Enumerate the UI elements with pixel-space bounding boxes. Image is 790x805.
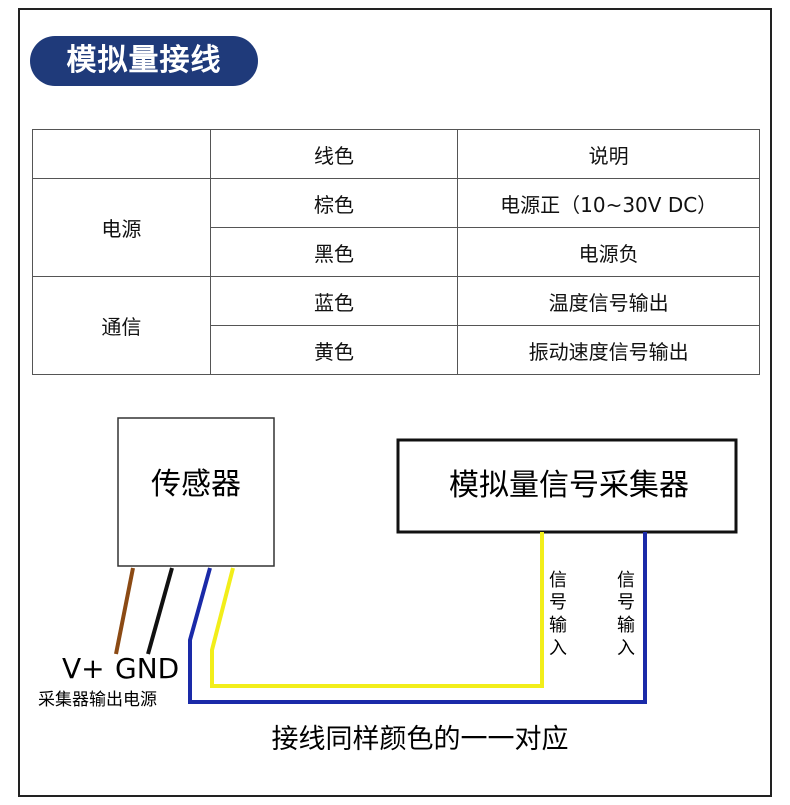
wire-spec-table: 线色 说明 电源 棕色 电源正（10~30V DC） 黑色 电源负 通信 蓝色 …: [32, 129, 760, 375]
wire-desc-cell: 温度信号输出: [457, 276, 760, 326]
wire-color-cell: 黄色: [209, 325, 459, 375]
collector-box: [396, 438, 738, 534]
wire-desc-cell: 电源正（10~30V DC）: [457, 178, 760, 228]
table-row: 黄色 振动速度信号输出: [33, 325, 760, 375]
table-row: 黑色 电源负: [33, 227, 760, 277]
wire-color-cell: 黑色: [209, 227, 459, 277]
wire-black: [146, 567, 174, 655]
signal-input-label-2: 信 号 输 入: [617, 570, 635, 659]
footer-note: 接线同样颜色的一一对应: [272, 724, 569, 755]
collector-label: 模拟量信号采集器: [449, 468, 689, 503]
signal-input-char: 信: [617, 570, 635, 591]
wire-yellow: [210, 532, 544, 688]
wire-desc-cell: 振动速度信号输出: [457, 325, 760, 375]
signal-input-label-1: 信 号 输 入: [549, 570, 567, 659]
signal-input-char: 入: [549, 638, 567, 659]
sensor-box: [117, 417, 275, 567]
header-cell-description: 说明: [457, 129, 760, 179]
table-row: 通信 蓝色 温度信号输出: [32, 276, 760, 375]
signal-input-char: 号: [549, 592, 567, 613]
group-label-power: 电源: [32, 178, 211, 277]
signal-input-char: 信: [549, 570, 567, 591]
signal-input-char: 入: [617, 638, 635, 659]
gnd-label: GND: [115, 652, 179, 685]
signal-input-char: 号: [617, 592, 635, 613]
header-cell-blank: [32, 129, 211, 179]
wire-brown: [114, 567, 135, 655]
wire-blue: [188, 532, 647, 704]
outer-frame: [18, 8, 772, 797]
group-label-comm: 通信: [32, 276, 211, 375]
vplus-label: V+: [62, 652, 105, 685]
signal-input-char: 输: [549, 615, 567, 636]
power-note: 采集器输出电源: [38, 690, 157, 710]
sensor-label: 传感器: [151, 467, 241, 502]
signal-input-char: 输: [617, 615, 635, 636]
table-row: 电源 棕色 电源正（10~30V DC）: [32, 178, 760, 277]
wire-color-cell: 棕色: [209, 178, 459, 228]
page-title: 模拟量接线: [30, 36, 258, 86]
wire-desc-cell: 电源负: [457, 227, 760, 277]
